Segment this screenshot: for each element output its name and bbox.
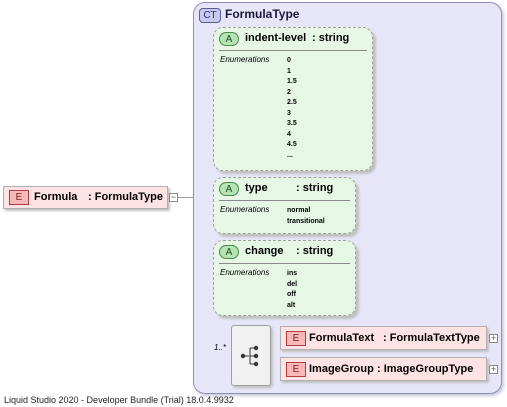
child-element-type: : FormulaTextType bbox=[383, 332, 480, 344]
attribute-name: change bbox=[245, 245, 284, 257]
expand-icon[interactable]: + bbox=[489, 333, 498, 343]
enum-value: 3 bbox=[287, 109, 291, 117]
enum-value: 3.5 bbox=[287, 120, 297, 127]
attribute-type: : string bbox=[296, 182, 334, 194]
enum-value: 2 bbox=[287, 88, 291, 96]
complex-type-badge: CT bbox=[199, 8, 221, 23]
child-element-type: : ImageGroupType bbox=[377, 363, 474, 375]
enum-value: alt bbox=[287, 301, 296, 309]
attribute-name: indent-level bbox=[245, 32, 307, 44]
enum-value: del bbox=[287, 280, 298, 288]
footer-text: Liquid Studio 2020 - Developer Bundle (T… bbox=[4, 395, 234, 405]
enum-value: 4.5 bbox=[287, 141, 297, 148]
root-element-type: : FormulaType bbox=[88, 191, 163, 203]
connector-root-h bbox=[178, 197, 204, 198]
attribute-badge: A bbox=[219, 245, 239, 259]
enumeration-values: normal transitional bbox=[287, 206, 325, 227]
enumeration-values: 0 1 1.5 2 2.5 3 3.5 4 4.5 ... bbox=[287, 56, 297, 161]
enum-value: ins bbox=[287, 270, 298, 277]
enumeration-values: ins del off alt bbox=[287, 269, 297, 311]
attribute-indent-level[interactable]: A indent-level : string Enumerations 0 1… bbox=[213, 27, 373, 171]
enum-value: normal bbox=[287, 207, 311, 214]
child-element-imagegroup[interactable]: E ImageGroup : ImageGroupType bbox=[280, 357, 487, 381]
enum-value: 1.5 bbox=[287, 78, 297, 85]
attribute-divider bbox=[219, 200, 350, 201]
enum-value: off bbox=[287, 291, 296, 298]
sequence-compositor[interactable] bbox=[231, 325, 271, 386]
enumerations-label: Enumerations bbox=[220, 268, 270, 277]
enum-value: 2.5 bbox=[287, 99, 297, 106]
enumerations-label: Enumerations bbox=[220, 55, 270, 64]
expand-icon[interactable]: + bbox=[489, 364, 498, 374]
collapse-icon[interactable]: − bbox=[169, 192, 178, 202]
enum-value: 4 bbox=[287, 130, 291, 138]
attribute-divider bbox=[219, 263, 350, 264]
attribute-type: : string bbox=[296, 245, 334, 257]
element-badge: E bbox=[286, 331, 306, 346]
complex-type-title: FormulaType bbox=[225, 7, 300, 21]
attribute-change[interactable]: A change : string Enumerations ins del o… bbox=[213, 240, 356, 316]
enumerations-label: Enumerations bbox=[220, 205, 270, 214]
root-element-formula[interactable]: E Formula : FormulaType bbox=[3, 186, 168, 209]
root-element-name: Formula bbox=[34, 191, 78, 203]
attribute-type: : string bbox=[312, 32, 350, 44]
enum-value: 1 bbox=[287, 67, 291, 75]
enum-value: ... bbox=[287, 151, 293, 159]
attribute-badge: A bbox=[219, 32, 239, 46]
attribute-type-attr[interactable]: A type : string Enumerations normal tran… bbox=[213, 177, 356, 234]
child-element-formulatext[interactable]: E FormulaText : FormulaTextType bbox=[280, 326, 487, 350]
element-badge: E bbox=[9, 190, 29, 205]
sequence-icon bbox=[240, 345, 259, 367]
element-badge: E bbox=[286, 362, 306, 377]
child-element-name: FormulaText bbox=[309, 332, 375, 344]
attribute-name: type bbox=[245, 182, 268, 194]
enum-value: 0 bbox=[287, 57, 291, 64]
attribute-divider bbox=[219, 50, 367, 51]
enum-value: transitional bbox=[287, 217, 325, 225]
sequence-occurrence: 1..* bbox=[214, 343, 227, 352]
child-element-name: ImageGroup bbox=[309, 363, 374, 375]
attribute-badge: A bbox=[219, 182, 239, 196]
